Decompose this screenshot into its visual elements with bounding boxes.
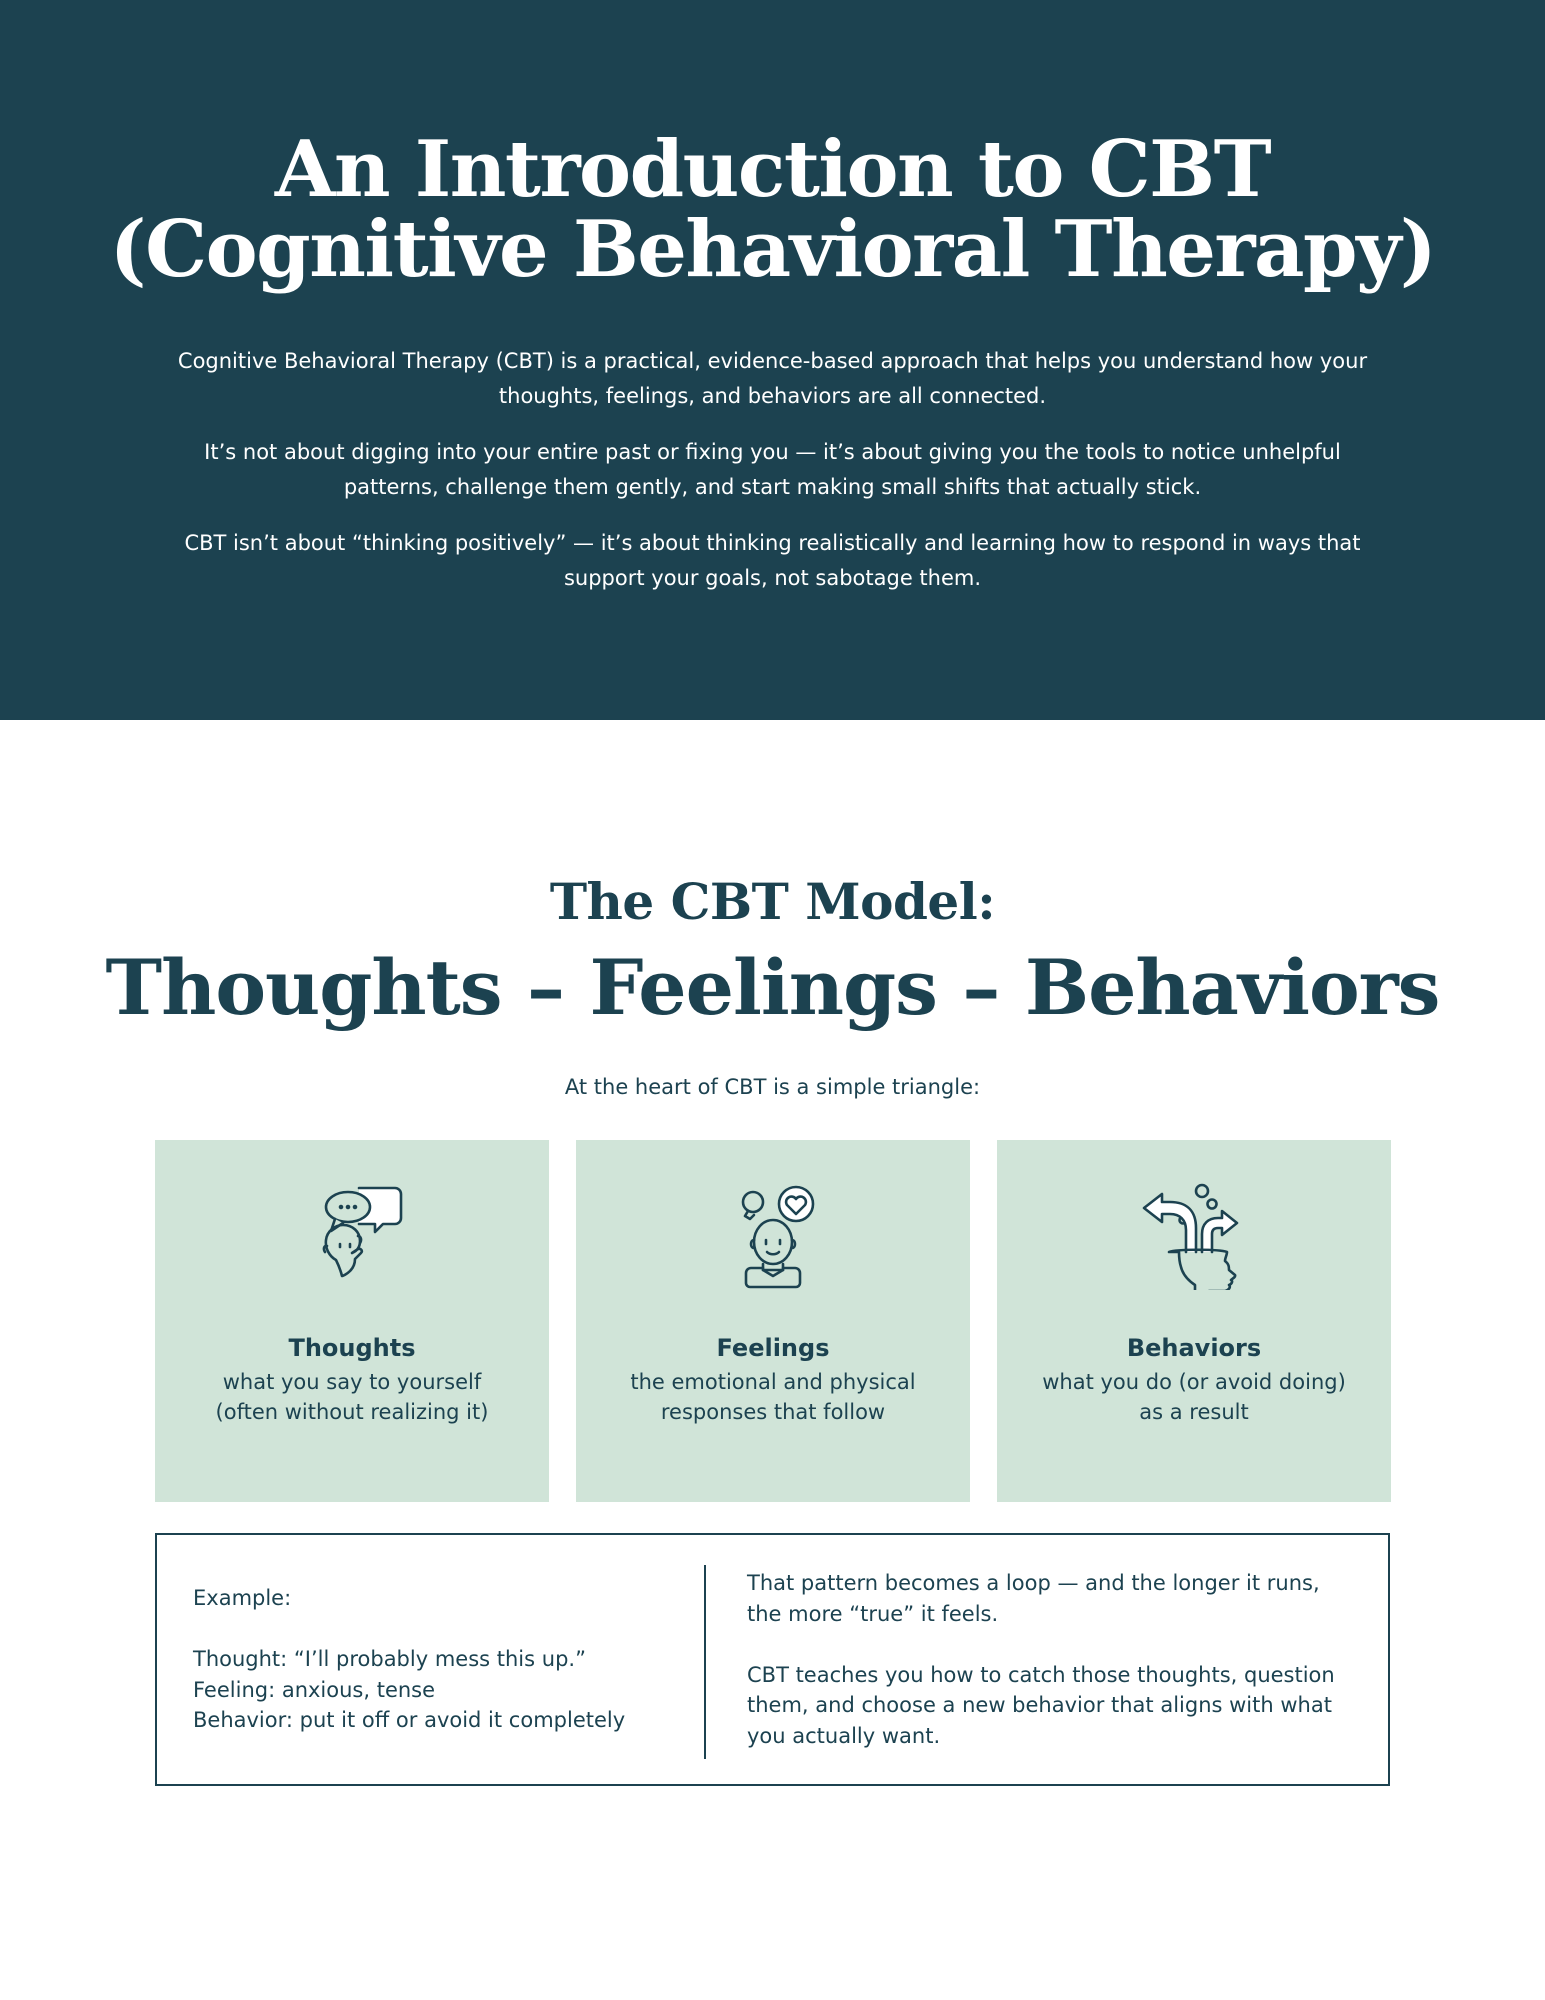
section-intro: At the heart of CBT is a simple triangle… (564, 1075, 981, 1099)
cbt-teaching-text: CBT teaches you how to catch those thoug… (747, 1662, 1335, 1748)
head-arrows-choices-icon (1139, 1180, 1249, 1297)
example-column: Example: Thought: “I’ll probably mess th… (193, 1583, 693, 1736)
page-title-line1: An Introduction to CBT (274, 124, 1272, 215)
example-behavior: Behavior: put it off or avoid it complet… (193, 1708, 626, 1732)
intro-paragraph: CBT isn’t about “thinking positively” — … (184, 531, 1361, 590)
card-title: Thoughts (288, 1334, 416, 1362)
card-behaviors: Behaviors what you do (or avoid doing) a… (997, 1140, 1391, 1502)
thinking-person-speech-bubbles-icon (297, 1180, 407, 1290)
card-title: Feelings (716, 1334, 830, 1362)
cbt-triangle-cards: Thoughts what you say to yourself (often… (155, 1140, 1391, 1502)
hero-banner: An Introduction to CBT (Cognitive Behavi… (0, 0, 1545, 720)
card-description: what you say to yourself (often without … (215, 1370, 489, 1424)
card-feelings: Feelings the emotional and physical resp… (576, 1140, 970, 1502)
intro-paragraph: It’s not about digging into your entire … (204, 440, 1341, 499)
intro-paragraphs: Cognitive Behavioral Therapy (CBT) is a … (160, 344, 1385, 617)
card-thoughts: Thoughts what you say to yourself (often… (155, 1140, 549, 1502)
example-feeling: Feeling: anxious, tense (193, 1677, 436, 1702)
page-title-line2: (Cognitive Behavioral Therapy) (109, 204, 1437, 295)
section-subtitle: The CBT Model: (549, 872, 996, 931)
card-title: Behaviors (1126, 1334, 1262, 1362)
section-title: Thoughts – Feelings – Behaviors (105, 943, 1441, 1032)
example-box: Example: Thought: “I’ll probably mess th… (155, 1533, 1390, 1786)
intro-paragraph: Cognitive Behavioral Therapy (CBT) is a … (177, 349, 1368, 408)
example-label: Example: (193, 1586, 292, 1610)
example-thought: Thought: “I’ll probably mess this up.” (193, 1647, 586, 1671)
explanation-column: That pattern becomes a loop — and the lo… (747, 1568, 1347, 1751)
person-heart-lightbulb-icon (718, 1180, 828, 1290)
card-description: the emotional and physical responses tha… (630, 1370, 916, 1424)
page-title: An Introduction to CBT (Cognitive Behavi… (0, 130, 1545, 290)
column-divider (704, 1565, 706, 1759)
card-description: what you do (or avoid doing) as a result (1042, 1370, 1346, 1424)
loop-text: That pattern becomes a loop — and the lo… (747, 1571, 1320, 1626)
